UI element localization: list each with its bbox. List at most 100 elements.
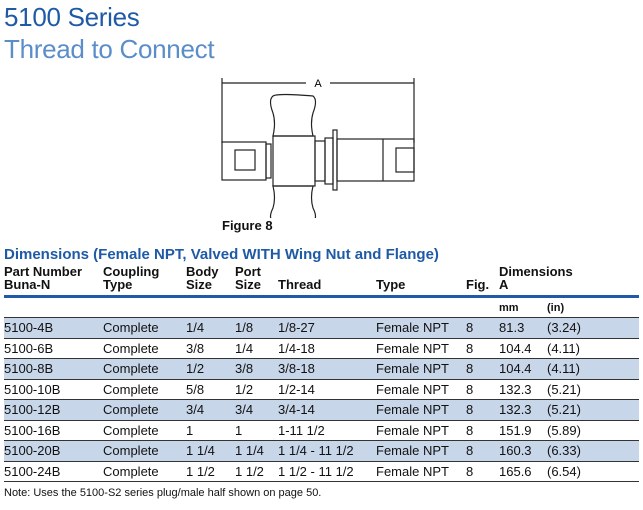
header-rule <box>4 295 639 298</box>
table-row: 5100-24B Complete 1 1/2 1 1/2 1 1/2 - 11 1/2… <box>4 460 639 482</box>
cell-thread: 3/4-14 <box>278 402 315 417</box>
cell-part-number: 5100-24B <box>4 463 61 479</box>
cell-port-size: 1 <box>235 422 243 438</box>
cell-body-size: 1 1/2 <box>186 463 215 479</box>
cell-dim-mm: 132.3 <box>499 381 532 397</box>
coupling-drawing: A <box>221 78 415 218</box>
cell-coupling-type: Complete <box>103 402 159 417</box>
table-row: 5100-6B Complete 3/8 1/4 1/4-18 Female NPT 8 10… <box>4 337 639 359</box>
cell-dim-in: (3.24) <box>547 320 581 335</box>
table-row: 5100-20B Complete 1 1/4 1 1/4 1 1/4 - 11 1/2… <box>4 440 639 461</box>
cell-dim-mm: 151.9 <box>499 422 532 438</box>
cell-body-size: 1/2 <box>186 361 205 376</box>
cell-part-number: 5100-6B <box>4 340 54 356</box>
page-title: 5100 Series <box>4 2 140 32</box>
table-row: 5100-16B Complete 1 1 1-11 1/2 Female NPT 8 151… <box>4 419 639 441</box>
cell-port-size: 1/8 <box>235 320 254 335</box>
cell-dim-in: (6.54) <box>547 463 581 479</box>
cell-type: Female NPT <box>376 320 449 335</box>
footnote: Note: Uses the 5100-S2 series plug/male … <box>4 487 322 499</box>
section-title: Dimensions (Female NPT, Valved WITH Wing… <box>4 246 439 263</box>
cell-body-size: 1 <box>186 422 194 438</box>
cell-dim-in: (4.11) <box>547 340 580 356</box>
header-fig: Fig. <box>466 277 490 292</box>
cell-type: Female NPT <box>376 340 449 356</box>
cell-thread: 1-11 1/2 <box>278 422 325 438</box>
cell-coupling-type: Complete <box>103 443 159 458</box>
cell-thread: 1 1/4 - 11 1/2 <box>278 443 354 458</box>
cell-coupling-type: Complete <box>103 422 159 438</box>
cell-type: Female NPT <box>376 463 449 479</box>
cell-part-number: 5100-8B <box>4 361 54 376</box>
page-subtitle: Thread to Connect <box>4 34 215 64</box>
cell-thread: 1/4-18 <box>278 340 315 356</box>
cell-coupling-type: Complete <box>103 361 159 376</box>
cell-type: Female NPT <box>376 361 449 376</box>
cell-port-size: 1 1/4 <box>235 443 264 458</box>
cell-thread: 1/8-27 <box>278 320 315 335</box>
cell-type: Female NPT <box>376 422 449 438</box>
table-bottom-rule <box>4 481 639 482</box>
cell-dim-in: (4.11) <box>547 361 580 376</box>
cell-part-number: 5100-10B <box>4 381 61 397</box>
cell-part-number: 5100-16B <box>4 422 61 438</box>
cell-fig: 8 <box>466 320 474 335</box>
cell-body-size: 1 1/4 <box>186 443 215 458</box>
cell-thread: 3/8-18 <box>278 361 315 376</box>
cell-coupling-type: Complete <box>103 340 159 356</box>
cell-port-size: 3/4 <box>235 402 254 417</box>
header-thread: Thread <box>278 277 322 292</box>
cell-dim-mm: 160.3 <box>499 443 532 458</box>
cell-body-size: 5/8 <box>186 381 205 397</box>
cell-type: Female NPT <box>376 402 449 417</box>
cell-thread: 1 1/2 - 11 1/2 <box>278 463 354 479</box>
cell-fig: 8 <box>466 443 474 458</box>
figure-caption: Figure 8 <box>222 218 273 233</box>
cell-coupling-type: Complete <box>103 463 159 479</box>
cell-coupling-type: Complete <box>103 320 159 335</box>
cell-part-number: 5100-4B <box>4 320 54 335</box>
cell-dim-mm: 165.6 <box>499 463 532 479</box>
cell-fig: 8 <box>466 402 474 417</box>
cell-port-size: 1 1/2 <box>235 463 264 479</box>
cell-type: Female NPT <box>376 443 449 458</box>
unit-in: (in) <box>547 302 565 314</box>
cell-part-number: 5100-12B <box>4 402 61 417</box>
cell-dim-in: (5.21) <box>547 381 581 397</box>
cell-dim-in: (6.33) <box>547 443 581 458</box>
cell-dim-in: (5.89) <box>547 422 581 438</box>
cell-port-size: 1/4 <box>235 340 254 356</box>
cell-fig: 8 <box>466 381 474 397</box>
cell-fig: 8 <box>466 463 474 479</box>
unit-mm: mm <box>499 302 519 314</box>
cell-thread: 1/2-14 <box>278 381 315 397</box>
dimension-a-label: A <box>314 78 322 90</box>
cell-body-size: 3/4 <box>186 402 205 417</box>
cell-port-size: 3/8 <box>235 361 254 376</box>
cell-part-number: 5100-20B <box>4 443 61 458</box>
cell-dim-mm: 104.4 <box>499 340 532 356</box>
cell-fig: 8 <box>466 422 474 438</box>
cell-fig: 8 <box>466 361 474 376</box>
cell-body-size: 3/8 <box>186 340 205 356</box>
table-row: 5100-10B Complete 5/8 1/2 1/2-14 Female NPT 8 1… <box>4 378 639 400</box>
table-row: 5100-12B Complete 3/4 3/4 3/4-14 Female NPT 8 1… <box>4 399 639 420</box>
cell-dim-in: (5.21) <box>547 402 581 417</box>
cell-type: Female NPT <box>376 381 449 397</box>
cell-port-size: 1/2 <box>235 381 254 397</box>
cell-body-size: 1/4 <box>186 320 205 335</box>
table-row: 5100-4B Complete 1/4 1/8 1/8-27 Female NPT 8 81… <box>4 317 639 338</box>
cell-dim-mm: 104.4 <box>499 361 532 376</box>
cell-fig: 8 <box>466 340 474 356</box>
table-row: 5100-8B Complete 1/2 3/8 3/8-18 Female NPT 8 10… <box>4 358 639 379</box>
cell-dim-mm: 81.3 <box>499 320 525 335</box>
cell-coupling-type: Complete <box>103 381 159 397</box>
cell-dim-mm: 132.3 <box>499 402 532 417</box>
header-type: Type <box>376 277 406 292</box>
